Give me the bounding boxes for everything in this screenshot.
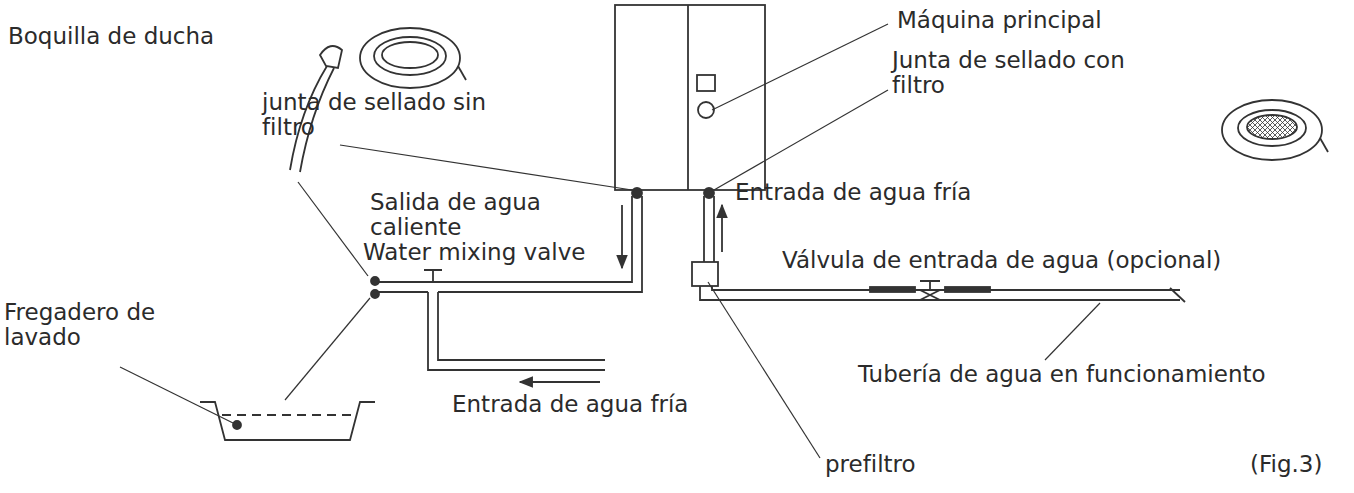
leader-line bbox=[120, 367, 233, 423]
leader-line bbox=[340, 145, 632, 190]
part-label: Tubería de agua en funcionamiento bbox=[858, 362, 1266, 387]
water-line bbox=[222, 414, 355, 416]
valve-body bbox=[945, 287, 990, 292]
figure-caption: (Fig.3) bbox=[1250, 452, 1322, 477]
main-machine bbox=[615, 5, 765, 190]
part-label: prefiltro bbox=[825, 452, 916, 477]
prefilter bbox=[692, 262, 718, 286]
sink-dot bbox=[233, 421, 241, 429]
flow-arrow bbox=[621, 205, 623, 268]
flow-arrow bbox=[520, 381, 600, 383]
leader-line bbox=[285, 298, 370, 400]
flow-arrow bbox=[721, 205, 723, 252]
flow-label: Entrada de agua fría bbox=[452, 392, 688, 417]
mixer-cold-pipe bbox=[428, 292, 605, 370]
part-label: Salida de agua caliente bbox=[370, 190, 585, 241]
flow-label: Entrada de agua fría bbox=[735, 180, 971, 205]
valve-body bbox=[870, 287, 915, 292]
gasket-without-filter bbox=[360, 28, 466, 88]
leader-line bbox=[708, 282, 820, 458]
shower-nozzle bbox=[320, 46, 342, 68]
leader-line bbox=[298, 182, 368, 276]
leader-line bbox=[1045, 303, 1100, 360]
part-label: Boquilla de ducha bbox=[8, 24, 214, 49]
machine-knob bbox=[698, 102, 714, 118]
leader-line bbox=[714, 90, 888, 190]
gasket-with-filter bbox=[1222, 100, 1328, 160]
part-label: junta de sellado sin filtro bbox=[262, 90, 502, 141]
part-label: Fregadero de lavado bbox=[4, 300, 194, 351]
pipe-end bbox=[1170, 288, 1185, 302]
part-label: Válvula de entrada de agua (opcional) bbox=[782, 248, 1221, 273]
part-label: Máquina principal bbox=[897, 8, 1102, 33]
wash-sink bbox=[200, 402, 375, 440]
cold-inlet bbox=[704, 188, 714, 198]
hot-outlet bbox=[632, 188, 642, 198]
outlet-dot bbox=[371, 277, 379, 285]
part-label: Junta de sellado con filtro bbox=[892, 48, 1162, 99]
supply-pipe bbox=[700, 286, 1180, 300]
leader-line bbox=[712, 24, 888, 110]
machine-divider bbox=[687, 5, 689, 190]
cold-pipe bbox=[704, 196, 714, 262]
mixing-valve bbox=[424, 270, 442, 282]
outlet-dot bbox=[371, 290, 379, 298]
part-label: Water mixing valve bbox=[363, 240, 585, 265]
machine-display bbox=[697, 75, 715, 91]
inlet-valve bbox=[920, 281, 940, 300]
